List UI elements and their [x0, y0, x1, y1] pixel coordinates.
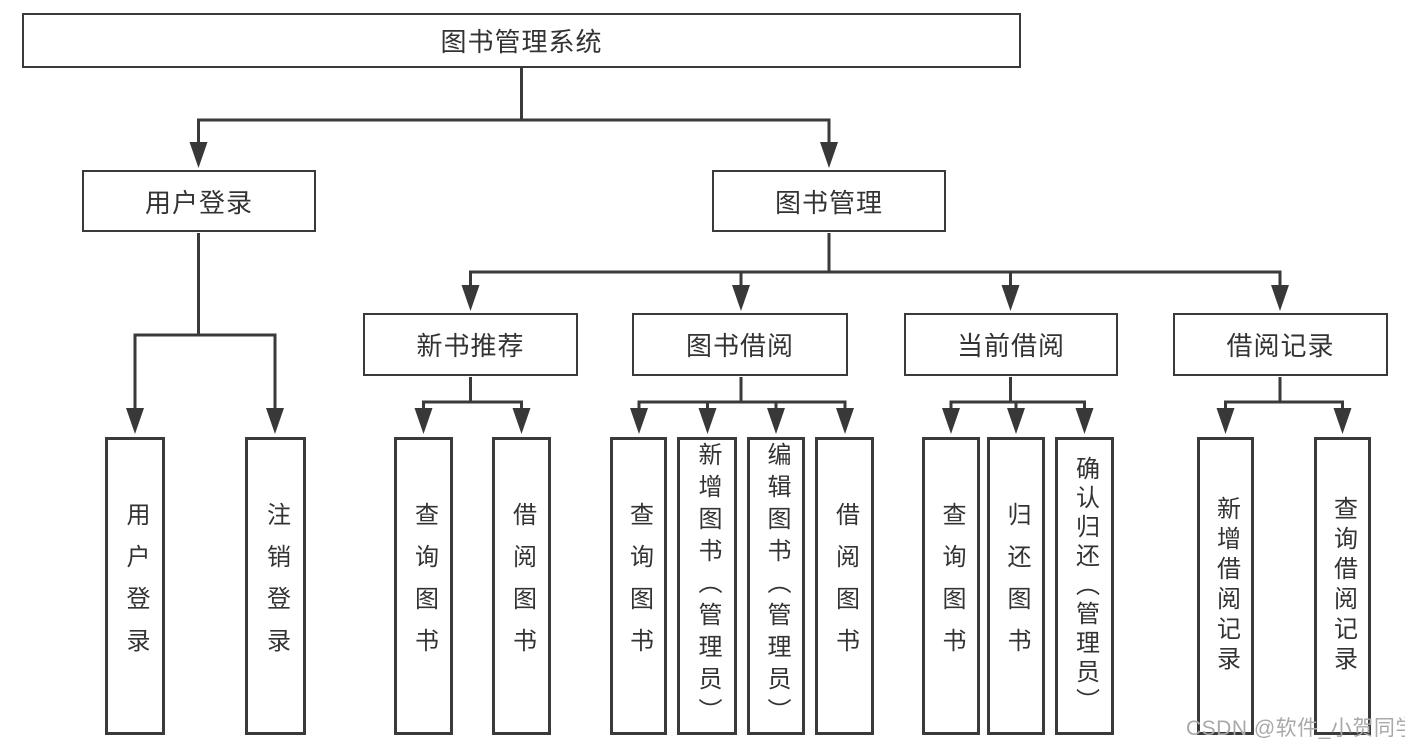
- leaf-borrow-books-label: 借阅图书: [831, 502, 859, 670]
- leaf-edit-book-admin: 编辑图书（管理员）: [747, 437, 805, 735]
- node-book-management-label: 图书管理: [774, 187, 883, 218]
- arrow-down-icon: [1271, 285, 1289, 311]
- leaf-borrow-books-recommend: 借阅图书: [492, 437, 551, 735]
- leaf-add-book-admin: 新增图书（管理员）: [677, 437, 737, 735]
- leaf-user-login: 用户登录: [105, 437, 165, 735]
- arrow-down-icon: [266, 408, 284, 434]
- leaf-return-books-label: 归还图书: [1003, 502, 1030, 670]
- arrow-down-icon: [942, 408, 960, 434]
- node-current-borrowing: 当前借阅: [904, 313, 1118, 376]
- leaf-query-borrow-record-label: 查询借阅记录: [1329, 496, 1357, 676]
- arrow-down-icon: [1075, 408, 1094, 434]
- node-root-label: 图书管理系统: [440, 27, 603, 57]
- node-book-borrowing: 图书借阅: [632, 313, 848, 376]
- node-new-book-recommend-label: 新书推荐: [416, 331, 525, 361]
- csdn-watermark: CSDN @软件_小贺同学: [1186, 717, 1405, 740]
- leaf-logout-label: 注销登录: [262, 502, 290, 670]
- arrow-down-icon: [836, 408, 854, 434]
- arrow-down-icon: [1007, 408, 1025, 434]
- leaf-confirm-return-admin-label: 确认归还（管理员）: [1071, 455, 1099, 717]
- node-user-login-branch-label: 用户登录: [144, 187, 253, 218]
- connector-user-login-to-leaves: [126, 233, 284, 434]
- arrow-down-icon: [126, 408, 144, 434]
- arrow-down-icon: [1333, 408, 1352, 434]
- arrow-down-icon: [820, 142, 838, 168]
- connector-book-management-to-modules: [461, 233, 1289, 311]
- arrow-down-icon: [1001, 285, 1020, 311]
- connector-root-to-branches: [189, 68, 838, 168]
- node-current-borrowing-label: 当前借阅: [956, 331, 1065, 361]
- arrow-down-icon: [189, 142, 208, 168]
- arrow-down-icon: [767, 408, 785, 434]
- connector-current-borrowing-to-leaves: [942, 377, 1094, 434]
- leaf-query-books-current: 查询图书: [922, 437, 980, 735]
- leaf-edit-book-admin-label: 编辑图书（管理员）: [763, 442, 790, 730]
- arrow-down-icon: [630, 408, 648, 434]
- node-book-management: 图书管理: [712, 170, 946, 232]
- leaf-query-books-recommend: 查询图书: [394, 437, 453, 735]
- leaf-user-login-label: 用户登录: [122, 502, 149, 670]
- node-user-login-branch: 用户登录: [82, 170, 316, 232]
- leaf-query-books-current-label: 查询图书: [938, 502, 965, 670]
- leaf-add-borrow-record: 新增借阅记录: [1197, 437, 1254, 735]
- node-root: 图书管理系统: [22, 13, 1021, 68]
- arrow-down-icon: [732, 285, 750, 311]
- arrow-down-icon: [1216, 408, 1235, 434]
- arrow-down-icon: [512, 408, 531, 434]
- arrow-down-icon: [698, 408, 717, 434]
- arrow-down-icon: [414, 408, 433, 434]
- leaf-query-borrow-record: 查询借阅记录: [1314, 437, 1371, 735]
- node-borrowing-records: 借阅记录: [1173, 313, 1388, 376]
- connector-borrowing-records-to-leaves: [1216, 377, 1352, 434]
- leaf-query-books-borrowing: 查询图书: [610, 437, 667, 735]
- arrow-down-icon: [461, 285, 480, 311]
- leaf-borrow-books-recommend-label: 借阅图书: [508, 502, 536, 670]
- node-book-borrowing-label: 图书借阅: [685, 331, 794, 361]
- leaf-return-books: 归还图书: [987, 437, 1045, 735]
- leaf-confirm-return-admin: 确认归还（管理员）: [1055, 437, 1114, 735]
- leaf-add-borrow-record-label: 新增借阅记录: [1212, 496, 1240, 676]
- leaf-query-books-recommend-label: 查询图书: [410, 502, 438, 670]
- leaf-query-books-borrowing-label: 查询图书: [625, 502, 653, 670]
- connector-book-borrowing-to-leaves: [630, 377, 854, 434]
- leaf-borrow-books: 借阅图书: [815, 437, 874, 735]
- node-borrowing-records-label: 借阅记录: [1226, 331, 1335, 361]
- leaf-add-book-admin-label: 新增图书（管理员）: [694, 442, 721, 730]
- connector-new-book-recommend-to-leaves: [414, 377, 531, 434]
- leaf-logout: 注销登录: [245, 437, 306, 735]
- node-new-book-recommend: 新书推荐: [363, 313, 578, 376]
